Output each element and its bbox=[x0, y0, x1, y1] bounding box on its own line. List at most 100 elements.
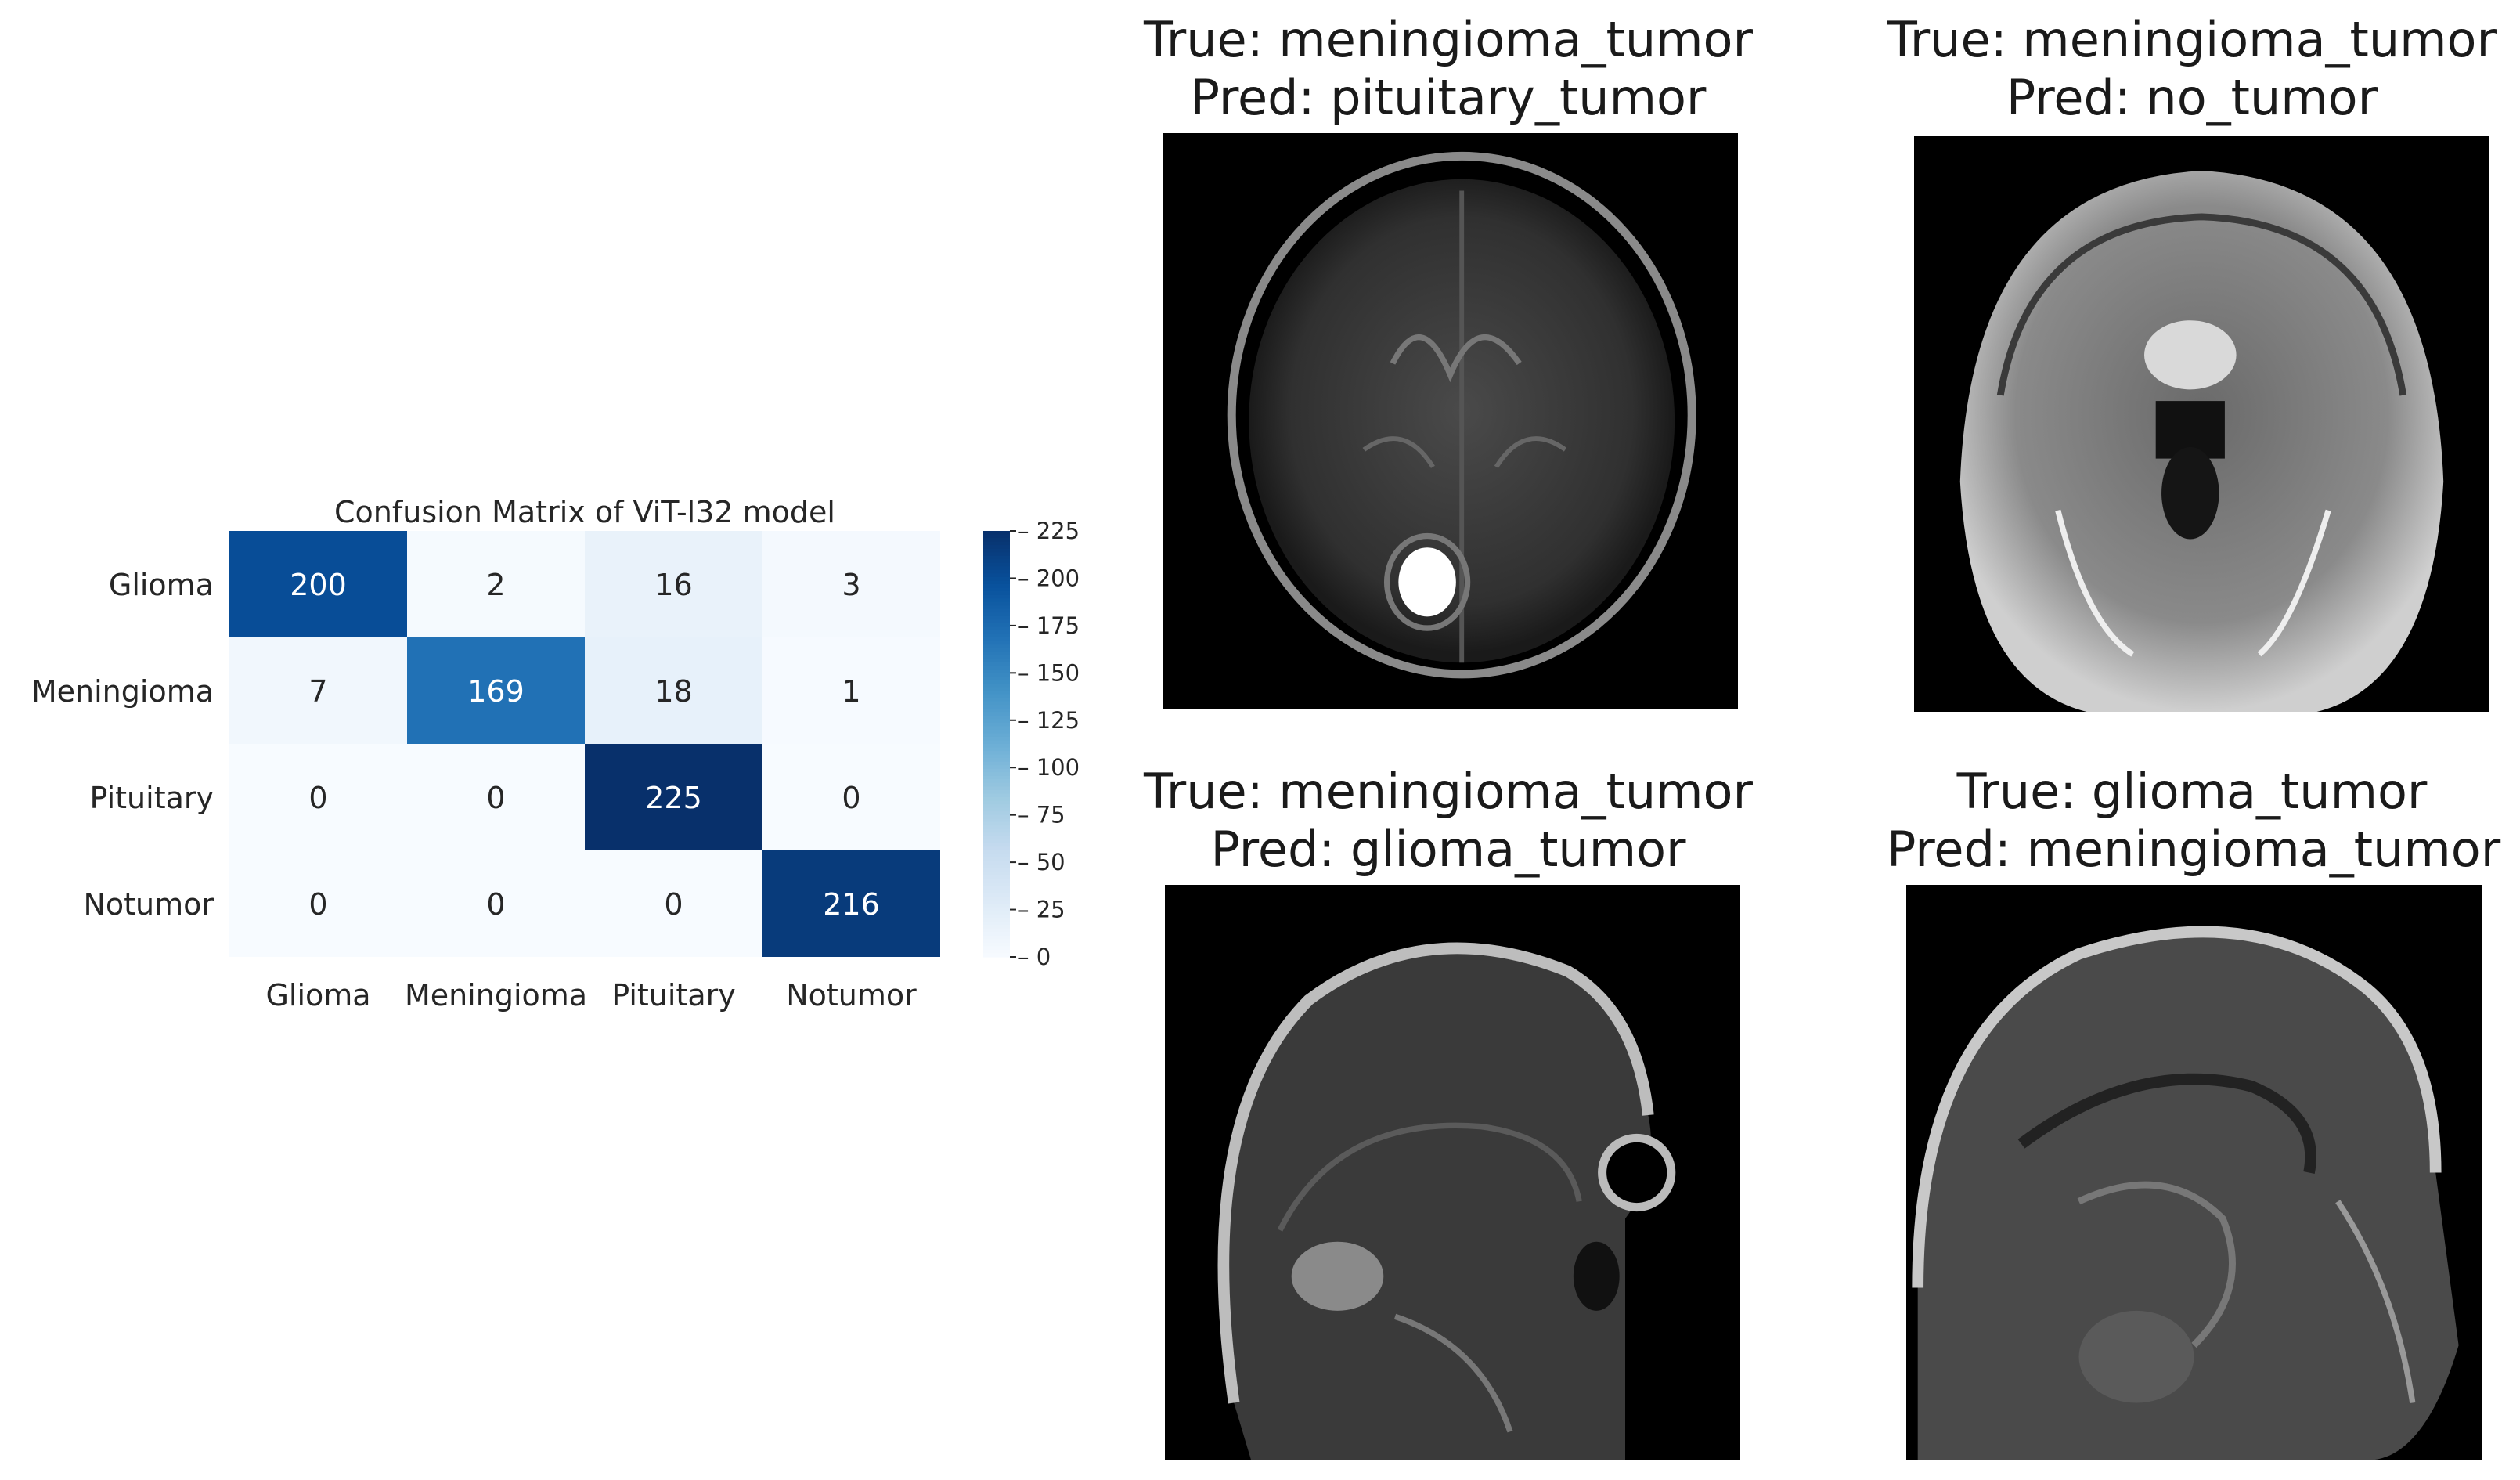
colorbar-segment bbox=[983, 691, 1010, 695]
colorbar-segment bbox=[983, 932, 1010, 937]
colorbar-segment bbox=[983, 811, 1010, 816]
heatmap-cell bbox=[762, 531, 940, 637]
colorbar-segment bbox=[983, 751, 1010, 756]
mri-panel-2: True: meningioma_tumor Pred: no_tumor bbox=[1887, 0, 2497, 728]
pred-label: Pred: pituitary_tumor bbox=[1190, 69, 1707, 126]
cell-value-label: 0 bbox=[308, 887, 327, 922]
colorbar-segment bbox=[983, 740, 1010, 745]
colorbar-segment bbox=[983, 619, 1010, 624]
colorbar-segment bbox=[983, 722, 1010, 727]
mri-panel-4: True: glioma_tumor Pred: meningioma_tumo… bbox=[1887, 752, 2501, 1480]
colorbar-segment bbox=[983, 886, 1010, 890]
colorbar-segment bbox=[983, 821, 1010, 826]
true-label: True: meningioma_tumor bbox=[1887, 11, 2497, 68]
colorbar-segment bbox=[983, 594, 1010, 599]
colorbar-segment bbox=[983, 800, 1010, 805]
colorbar-segment bbox=[983, 918, 1010, 922]
cell-value-label: 216 bbox=[823, 887, 880, 922]
colorbar-segment bbox=[983, 573, 1010, 578]
colorbar-segment bbox=[983, 680, 1010, 684]
colorbar-segment bbox=[983, 896, 1010, 901]
colorbar-segment bbox=[983, 857, 1010, 862]
colorbar-segment bbox=[983, 882, 1010, 886]
colorbar-segment bbox=[983, 587, 1010, 592]
colorbar-segment bbox=[983, 828, 1010, 833]
colorbar-segment bbox=[983, 839, 1010, 844]
colorbar-segment bbox=[983, 907, 1010, 911]
heatmap-cell bbox=[762, 637, 940, 744]
colorbar-segment bbox=[983, 865, 1010, 869]
row-tick-label: Meningioma bbox=[31, 674, 214, 709]
true-label: True: glioma_tumor bbox=[1956, 763, 2428, 820]
cell-value-label: 0 bbox=[486, 781, 505, 815]
colorbar-segment bbox=[983, 889, 1010, 893]
colorbar-segment bbox=[983, 531, 1010, 536]
mri-scan-image bbox=[1914, 136, 2489, 712]
pred-label: Pred: meningioma_tumor bbox=[1887, 821, 2501, 878]
colorbar-segment bbox=[983, 893, 1010, 897]
colorbar-segment bbox=[983, 772, 1010, 777]
heatmap-cell bbox=[585, 744, 762, 850]
heatmap-cell bbox=[585, 850, 762, 957]
colorbar-tick-label: – 100 bbox=[1018, 754, 1080, 781]
colorbar-tick-label: – 225 bbox=[1018, 518, 1080, 544]
colorbar-segment bbox=[983, 744, 1010, 749]
colorbar-segment bbox=[983, 758, 1010, 763]
heatmap-cell bbox=[585, 531, 762, 637]
colorbar-tick-label: – 125 bbox=[1018, 707, 1080, 734]
pred-label: Pred: no_tumor bbox=[2006, 69, 2378, 126]
colorbar-segment bbox=[983, 705, 1010, 709]
heatmap-cell bbox=[407, 637, 585, 744]
colorbar-segment bbox=[983, 552, 1010, 557]
colorbar-segment bbox=[983, 879, 1010, 883]
col-tick-label: Pituitary bbox=[611, 978, 735, 1013]
heatmap-cell bbox=[229, 744, 407, 850]
colorbar-segment bbox=[983, 765, 1010, 770]
cell-value-label: 18 bbox=[654, 674, 692, 709]
colorbar-segment bbox=[983, 612, 1010, 617]
colorbar-segment bbox=[983, 911, 1010, 915]
colorbar-segment bbox=[983, 673, 1010, 677]
heatmap-cell bbox=[229, 637, 407, 744]
colorbar-tick-label: – 175 bbox=[1018, 612, 1080, 639]
colorbar-segment bbox=[983, 548, 1010, 553]
cell-value-label: 2 bbox=[486, 568, 505, 602]
mri-scan-image bbox=[1165, 885, 1740, 1460]
colorbar-segment bbox=[983, 761, 1010, 766]
heatmap-cell bbox=[585, 637, 762, 744]
colorbar-segment bbox=[983, 726, 1010, 731]
colorbar-segment bbox=[983, 818, 1010, 823]
colorbar-segment bbox=[983, 942, 1010, 947]
true-label: True: meningioma_tumor bbox=[1144, 11, 1753, 68]
mri-scan-image bbox=[1163, 133, 1738, 709]
colorbar-tick-label: – 50 bbox=[1018, 849, 1065, 875]
colorbar-segment bbox=[983, 754, 1010, 759]
colorbar-segment bbox=[983, 939, 1010, 944]
colorbar-segment bbox=[983, 715, 1010, 720]
colorbar-segment bbox=[983, 729, 1010, 734]
colorbar-segment bbox=[983, 814, 1010, 819]
colorbar-segment bbox=[983, 921, 1010, 926]
colorbar-segment bbox=[983, 666, 1010, 670]
col-tick-label: Meningioma bbox=[405, 978, 587, 1013]
mri-panel-1: True: meningioma_tumor Pred: pituitary_t… bbox=[1143, 0, 1754, 728]
colorbar-segment bbox=[983, 601, 1010, 606]
colorbar-segment bbox=[983, 868, 1010, 872]
colorbar-segment bbox=[983, 782, 1010, 787]
cell-value-label: 0 bbox=[842, 781, 860, 815]
colorbar-segment bbox=[983, 562, 1010, 567]
mri-panel-3: True: meningioma_tumor Pred: glioma_tumo… bbox=[1143, 752, 1754, 1480]
colorbar-segment bbox=[983, 832, 1010, 837]
heatmap-cell bbox=[229, 531, 407, 637]
colorbar-segment bbox=[983, 793, 1010, 798]
colorbar-segment bbox=[983, 789, 1010, 795]
colorbar-segment bbox=[983, 580, 1010, 585]
colorbar-segment bbox=[983, 655, 1010, 659]
colorbar-segment bbox=[983, 669, 1010, 673]
colorbar-segment bbox=[983, 591, 1010, 596]
colorbar-segment bbox=[983, 914, 1010, 919]
row-tick-label: Notumor bbox=[83, 887, 214, 922]
colorbar-segment bbox=[983, 538, 1010, 543]
colorbar-segment bbox=[983, 683, 1010, 688]
colorbar-segment bbox=[983, 630, 1010, 635]
